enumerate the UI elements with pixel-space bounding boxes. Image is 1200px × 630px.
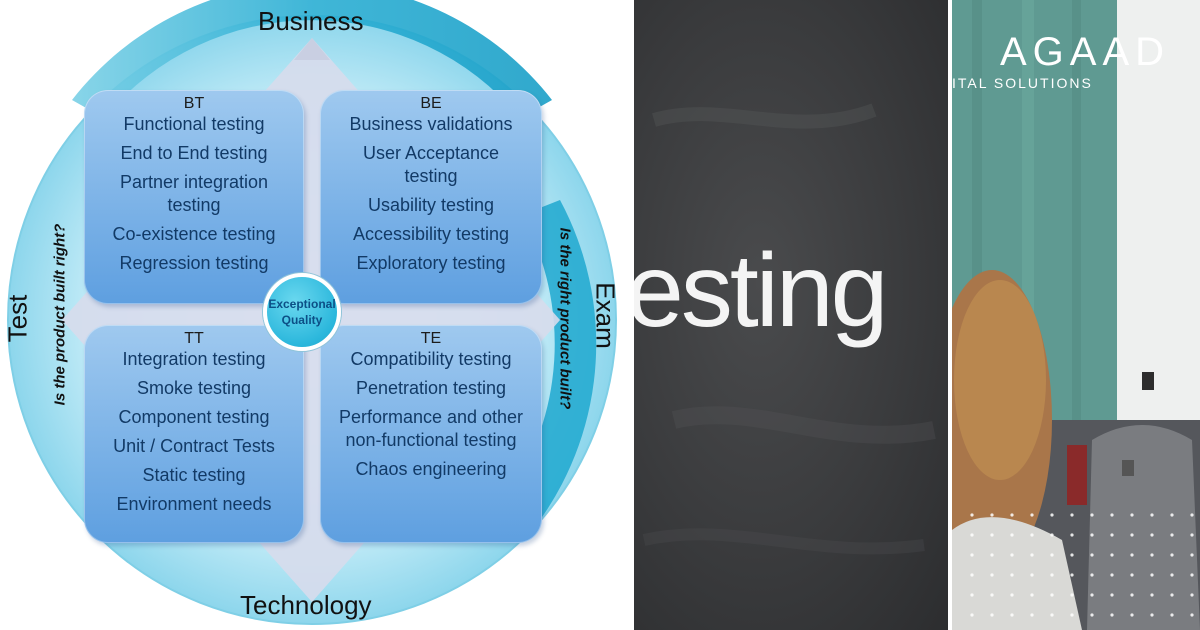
quadrant-item: End to End testing — [120, 143, 268, 163]
side-question-left: Is the product built right? — [51, 223, 69, 406]
quadrant-bt: BT Functional testing End to End testing… — [84, 90, 304, 304]
panel-divider — [948, 0, 952, 630]
quadrant-be: BE Business validations User Acceptance … — [320, 90, 542, 304]
office-photo — [952, 0, 1200, 630]
chalkboard-word: esting — [634, 233, 889, 349]
chalk-smudges — [642, 103, 936, 555]
chalkboard-image: esting — [634, 0, 948, 630]
quadrant-tt: TT Integration testing Smoke testing Com… — [84, 325, 304, 543]
quadrant-te: TE Compatibility testing Penetration tes… — [320, 325, 542, 543]
photo-scene — [952, 0, 1200, 630]
quadrant-tt-tag: TT — [184, 330, 204, 347]
quadrant-item: Component testing — [118, 407, 270, 427]
axis-label-business: Business — [258, 6, 364, 36]
center-badge-line1: Exceptional — [268, 297, 336, 311]
side-question-right: Is the right product built? — [556, 227, 574, 410]
quadrant-item: Unit / Contract Tests — [113, 436, 275, 456]
quadrant-item: Business validations — [349, 114, 513, 134]
brand-tagline: ITAL SOLUTIONS — [952, 75, 1093, 91]
center-badge: Exceptional Quality — [263, 273, 341, 351]
right-band — [505, 200, 597, 520]
quadrant-bt-tag: BT — [183, 95, 205, 112]
quadrant-item: Integration testing — [122, 349, 266, 369]
quadrant-item: User Acceptance testing — [362, 143, 500, 186]
quadrant-item: Functional testing — [123, 114, 265, 134]
quadrant-item: Chaos engineering — [355, 459, 507, 479]
quadrant-item: Environment needs — [116, 494, 272, 514]
top-band — [72, 0, 552, 118]
quadrant-item: Performance and other non-functional tes… — [338, 407, 524, 450]
axis-label-exam: Exam — [590, 282, 621, 349]
quadrant-be-tag: BE — [420, 95, 442, 112]
brand-logo-text: AGAAD — [1000, 30, 1171, 74]
quadrant-item: Accessibility testing — [352, 224, 510, 244]
quadrant-item: Penetration testing — [355, 378, 507, 398]
center-badge-line2: Quality — [281, 313, 323, 327]
quadrant-te-tag: TE — [420, 330, 442, 347]
axis-label-test: Test — [2, 294, 33, 343]
quadrant-item: Exploratory testing — [356, 253, 506, 273]
quadrant-item: Compatibility testing — [350, 349, 512, 369]
arrow-top — [294, 38, 330, 60]
quadrant-item: Smoke testing — [136, 378, 252, 398]
quadrant-item: Co-existence testing — [112, 224, 276, 244]
testing-quadrant-diagram: Business Technology Test Exam Is the pro… — [2, 0, 621, 625]
quadrant-item: Static testing — [142, 465, 246, 485]
axis-label-technology: Technology — [240, 590, 372, 620]
quadrant-item: Regression testing — [119, 253, 269, 273]
quadrant-item: Partner integration testing — [119, 172, 269, 215]
quadrant-item: Usability testing — [367, 195, 495, 215]
